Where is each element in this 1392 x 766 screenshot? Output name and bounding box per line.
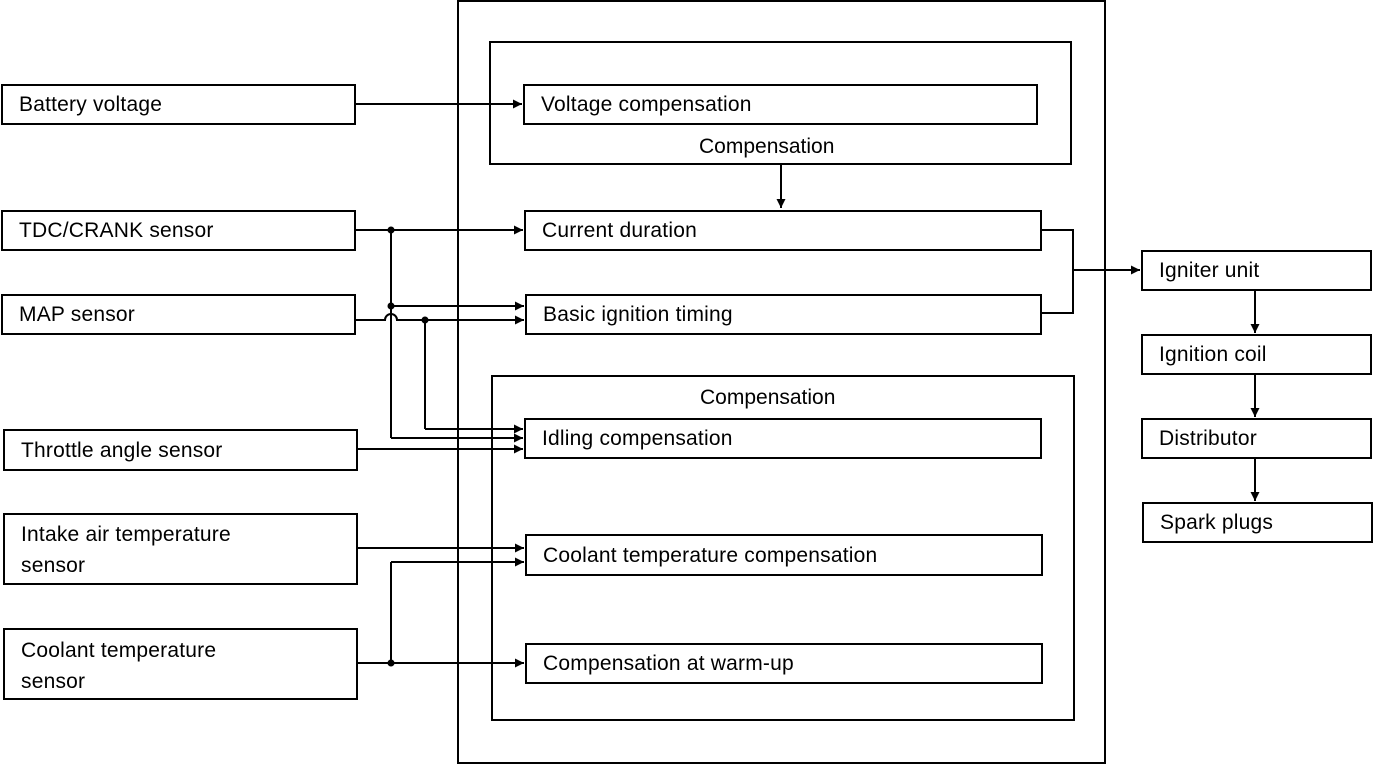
junction-dot	[421, 316, 429, 324]
compensation-caption-lower: Compensation	[700, 386, 836, 409]
igniter-unit-label: Igniter unit	[1159, 259, 1260, 282]
idling-compensation-box: Idling compensation	[524, 418, 1042, 459]
basic-ignition-timing-label: Basic ignition timing	[543, 303, 733, 326]
battery-voltage-box: Battery voltage	[1, 84, 356, 125]
current-duration-box: Current duration	[524, 210, 1042, 251]
compensation-frame-lower	[491, 375, 1075, 721]
compensation-caption-top: Compensation	[699, 135, 835, 158]
coolant-sensor-label-line2: sensor	[21, 670, 86, 693]
junction-dot	[387, 226, 395, 234]
throttle-angle-sensor-label: Throttle angle sensor	[21, 439, 223, 462]
compensation-at-warm-up-box: Compensation at warm-up	[525, 643, 1043, 684]
spark-plugs-box: Spark plugs	[1142, 502, 1373, 543]
voltage-compensation-box: Voltage compensation	[523, 84, 1038, 125]
coolant-sensor-label-line1: Coolant temperature	[21, 639, 217, 662]
wire-basic-out	[1041, 270, 1074, 314]
distributor-box: Distributor	[1141, 418, 1372, 459]
ignition-coil-label: Ignition coil	[1159, 343, 1267, 366]
junction-dot	[387, 659, 395, 667]
spark-plugs-label: Spark plugs	[1160, 511, 1274, 534]
igniter-unit-box: Igniter unit	[1141, 250, 1372, 291]
intake-air-temperature-sensor-box: Intake air temperature sensor	[3, 513, 358, 585]
compensation-at-warm-up-label: Compensation at warm-up	[543, 652, 794, 675]
basic-ignition-timing-box: Basic ignition timing	[525, 294, 1042, 335]
coolant-temperature-compensation-label: Coolant temperature compensation	[543, 544, 878, 567]
voltage-compensation-label: Voltage compensation	[541, 93, 752, 116]
wire-current-out	[1041, 229, 1074, 270]
throttle-angle-sensor-box: Throttle angle sensor	[3, 429, 358, 471]
ecu-outer-frame	[457, 0, 1106, 764]
map-sensor-box: MAP sensor	[1, 294, 356, 335]
current-duration-label: Current duration	[542, 219, 697, 242]
coolant-temperature-compensation-box: Coolant temperature compensation	[525, 534, 1043, 576]
wire-map-to-basic	[355, 313, 524, 325]
tdc-crank-sensor-label: TDC/CRANK sensor	[19, 219, 214, 242]
tdc-crank-sensor-box: TDC/CRANK sensor	[1, 210, 356, 251]
ignition-coil-box: Ignition coil	[1141, 334, 1372, 375]
intake-air-label-line2: sensor	[21, 554, 86, 577]
idling-compensation-label: Idling compensation	[542, 427, 733, 450]
compensation-frame-top	[489, 41, 1072, 165]
map-sensor-label: MAP sensor	[19, 303, 135, 326]
junction-dot	[387, 302, 395, 310]
intake-air-label-line1: Intake air temperature	[21, 523, 231, 546]
distributor-label: Distributor	[1159, 427, 1257, 450]
battery-voltage-label: Battery voltage	[19, 93, 163, 116]
coolant-temperature-sensor-box: Coolant temperature sensor	[3, 628, 358, 700]
